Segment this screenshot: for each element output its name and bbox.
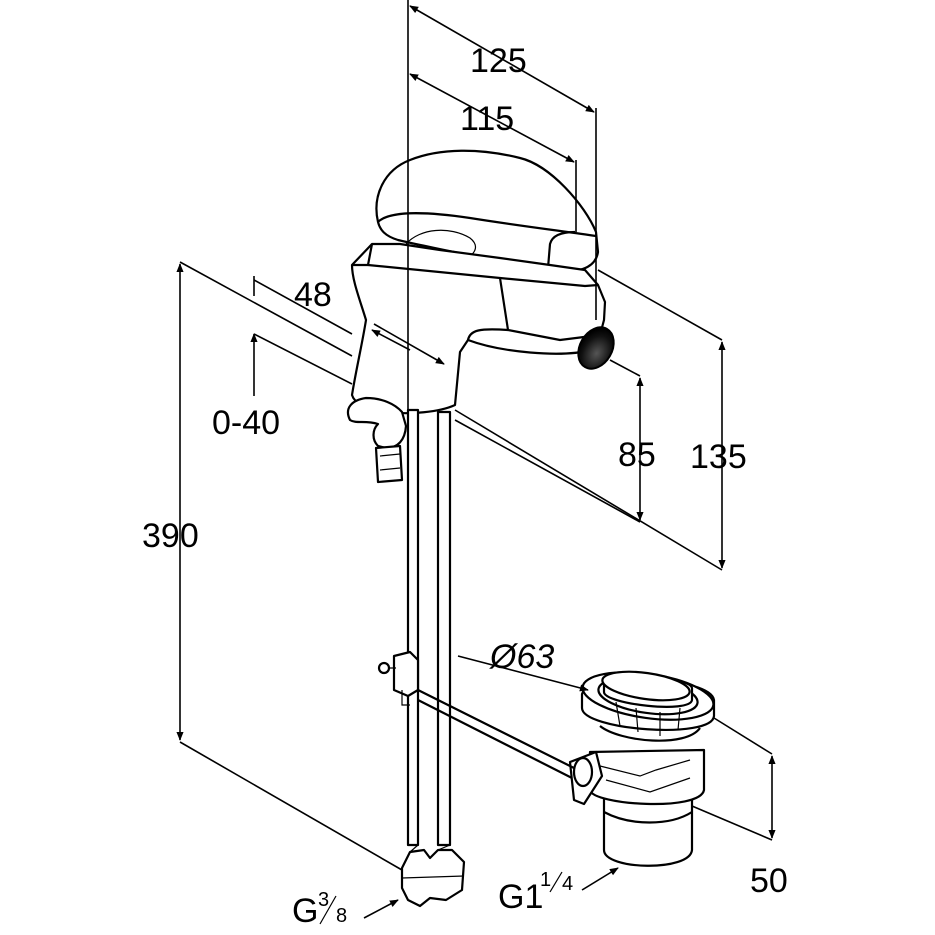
- dim-waste-height: 50: [750, 862, 788, 900]
- dim-width-overall: 125: [470, 42, 527, 80]
- thread-supply-main: G: [292, 892, 318, 930]
- dim-adjust-range: 0-40: [212, 404, 280, 442]
- dim-waste-diameter: Ø63: [489, 638, 554, 676]
- faucet-body: [346, 149, 615, 908]
- dim-spout-offset: 48: [294, 276, 332, 314]
- thread-supply-num: 3: [318, 889, 329, 911]
- dimension-lines: [176, 0, 776, 919]
- waste-fitting: [568, 670, 716, 867]
- thread-waste-label: G1 1 4: [498, 869, 573, 916]
- thread-supply-label: G 3 8: [292, 889, 347, 930]
- dim-height-total: 390: [142, 517, 199, 555]
- thread-supply-den: 8: [336, 905, 347, 927]
- dim-width-spout: 115: [460, 100, 514, 138]
- dim-height-top: 135: [690, 438, 747, 476]
- dim-height-outlet: 85: [618, 436, 656, 474]
- thread-waste-den: 4: [562, 873, 573, 895]
- thread-waste-main: G1: [498, 878, 543, 916]
- thread-waste-num: 1: [540, 869, 551, 891]
- linkage-rod: [417, 689, 575, 769]
